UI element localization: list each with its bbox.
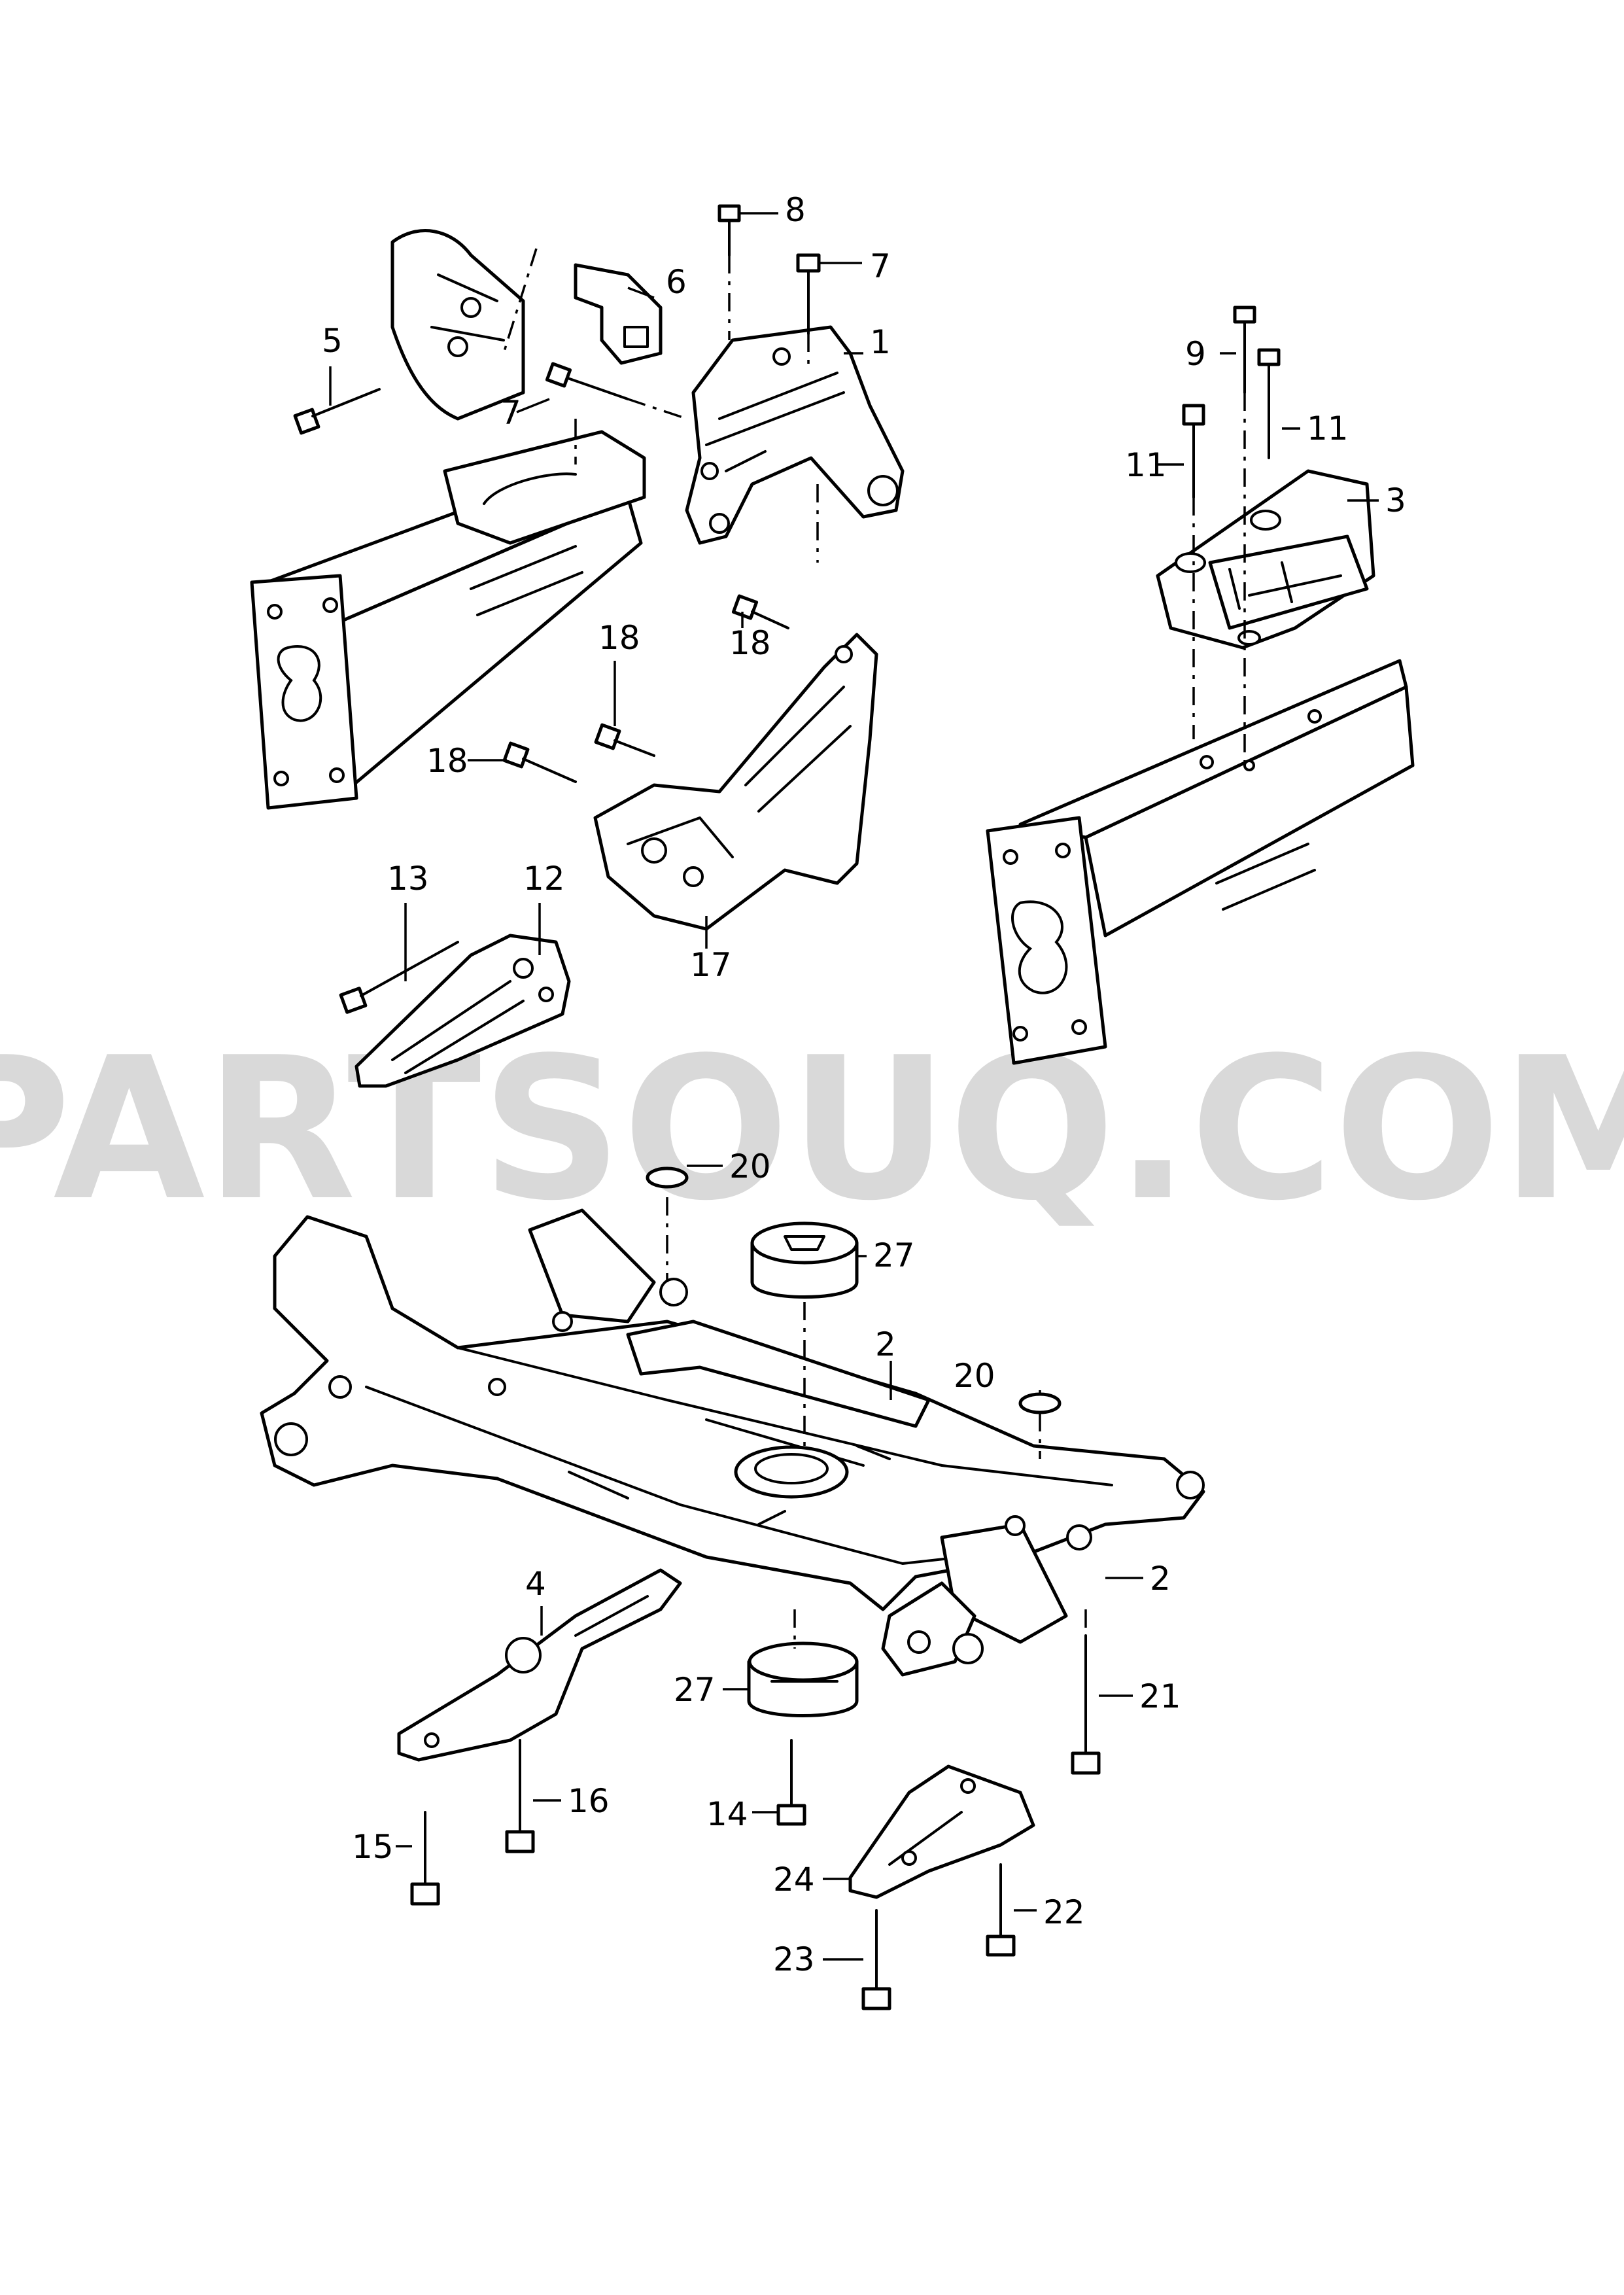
bolt-5 [293,388,381,435]
bolt-15 [410,1811,440,1906]
alignment-lines [502,248,1246,1649]
bolt-9 [1233,306,1256,394]
bracket-6 [574,263,663,365]
washer-20-upper [646,1166,689,1189]
callout-c1: 1 [870,323,891,361]
callout-c12: 12 [523,860,565,898]
callout-c7a: 7 [870,247,891,285]
bolt-13 [339,941,459,1014]
callout-c18c: 18 [426,742,468,780]
callout-c27a: 27 [873,1236,915,1274]
callout-c11a: 11 [1307,410,1349,447]
callout-c13: 13 [387,860,429,898]
watermark-text: PARTSOUQ.COM [0,1015,1624,1244]
callout-c3: 3 [1385,482,1406,519]
pendulum-support [397,1568,682,1762]
callout-c8: 8 [785,191,806,229]
right-longitudinal-member [986,659,1415,1065]
callout-c20b: 20 [954,1357,995,1395]
rubber-bushing-lower [747,1641,859,1717]
left-longitudinal-member [250,229,646,810]
callout-c7b: 7 [500,394,521,432]
bolt-18-middle [594,723,655,757]
callout-c20a: 20 [729,1148,771,1185]
leader-lines [329,212,1379,1961]
bolt-18-top [731,594,789,629]
rubber-bushing-upper [750,1221,859,1299]
bolt-7-upper [796,253,821,335]
bolt-11-right [1257,348,1281,459]
bolt-14 [776,1739,806,1826]
callout-c4: 4 [525,1565,546,1603]
callout-c6: 6 [666,263,687,301]
bracket-12 [354,934,571,1088]
engine-mount [685,325,905,545]
callout-c11b: 11 [1125,446,1167,484]
callout-c2a: 2 [875,1325,896,1363]
callout-c15: 15 [352,1828,394,1866]
bracket-24 [848,1764,1035,1899]
callout-c17: 17 [690,946,732,984]
callout-c14: 14 [706,1795,748,1833]
bracket-17 [593,633,878,931]
bolt-23 [861,1909,891,2010]
callout-c16: 16 [568,1782,610,1820]
callout-c18a: 18 [729,624,771,662]
bolt-22 [986,1863,1016,1957]
bushing-seat [734,1445,849,1499]
callout-c27b: 27 [674,1671,716,1709]
callout-c2b: 2 [1150,1560,1171,1598]
bolt-16 [505,1739,535,1853]
callout-c5: 5 [322,322,343,360]
bolt-21 [1071,1634,1101,1775]
bolt-11-left [1182,404,1205,499]
callout-c23: 23 [773,1940,815,1978]
gearbox-mount [1156,469,1375,650]
bolt-8 [717,204,741,256]
washer-20-lower [1018,1392,1062,1414]
callout-c22: 22 [1043,1893,1085,1931]
callout-c18b: 18 [598,619,640,657]
callout-c21: 21 [1139,1677,1181,1715]
callout-c24: 24 [773,1861,815,1899]
subframe [260,1208,1205,1677]
callout-c9: 9 [1185,335,1206,373]
bolt-7-left [545,362,629,400]
bolt-18-left [502,741,577,783]
